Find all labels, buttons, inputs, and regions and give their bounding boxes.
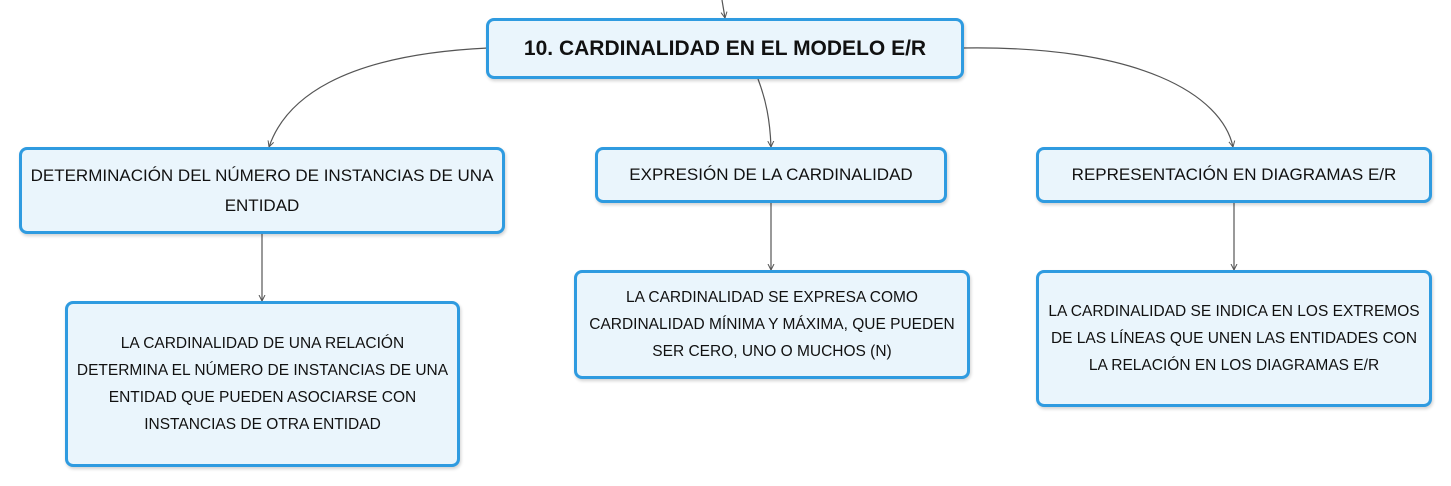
root-node-label: 10. CARDINALIDAD EN EL MODELO E/R: [523, 36, 927, 60]
connector-root-to-branch-1: [269, 47, 489, 147]
connector-root-to-branch-3: [961, 47, 1233, 147]
child-node-2-text: LA CARDINALIDAD SE EXPRESA COMO CARDINAL…: [589, 289, 955, 360]
root-node[interactable]: 10. CARDINALIDAD EN EL MODELO E/R: [486, 18, 964, 79]
child-node-2[interactable]: LA CARDINALIDAD SE EXPRESA COMO CARDINAL…: [574, 270, 970, 379]
connector-root-to-branch-2: [757, 78, 771, 147]
child-node-1-text: LA CARDINALIDAD DE UNA RELACIÓN DETERMIN…: [76, 335, 449, 433]
branch-node-1-label: DETERMINACIÓN DEL NÚMERO DE INSTANCIAS D…: [30, 165, 494, 215]
branch-node-2[interactable]: EXPRESIÓN DE LA CARDINALIDAD: [595, 147, 947, 203]
child-node-3-text: LA CARDINALIDAD SE INDICA EN LOS EXTREMO…: [1048, 303, 1420, 374]
branch-node-2-label: EXPRESIÓN DE LA CARDINALIDAD: [629, 165, 913, 184]
connector-parent-to-root: [722, 0, 725, 18]
child-node-3[interactable]: LA CARDINALIDAD SE INDICA EN LOS EXTREMO…: [1036, 270, 1432, 407]
child-node-1[interactable]: LA CARDINALIDAD DE UNA RELACIÓN DETERMIN…: [65, 301, 460, 467]
branch-node-3-label: REPRESENTACIÓN EN DIAGRAMAS E/R: [1071, 165, 1397, 184]
branch-node-1[interactable]: DETERMINACIÓN DEL NÚMERO DE INSTANCIAS D…: [19, 147, 505, 234]
branch-node-3[interactable]: REPRESENTACIÓN EN DIAGRAMAS E/R: [1036, 147, 1432, 203]
